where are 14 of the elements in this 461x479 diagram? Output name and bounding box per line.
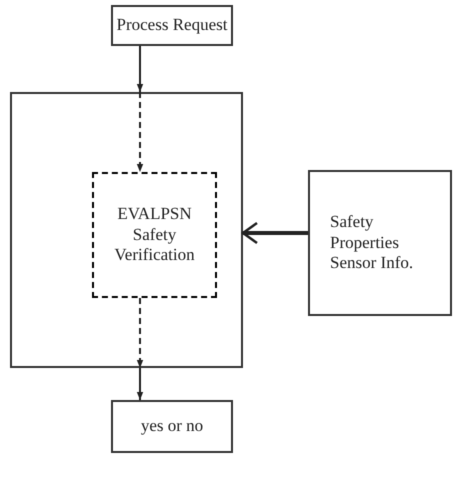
container-box [10,92,243,368]
box-label: yes or no [140,416,204,437]
dashed-process-box [92,172,217,298]
process-box [111,5,233,46]
process-box [308,170,452,316]
arrow [136,368,144,400]
box-label: Process Request [116,15,228,36]
process-box [111,400,233,453]
arrow [136,46,144,92]
box-label: Safety Properties Sensor Info. [330,212,414,274]
box-label: EVALPSN Safety Verification [113,204,196,266]
arrow [136,298,144,368]
arrow [136,92,144,172]
double-arrow [242,222,308,244]
